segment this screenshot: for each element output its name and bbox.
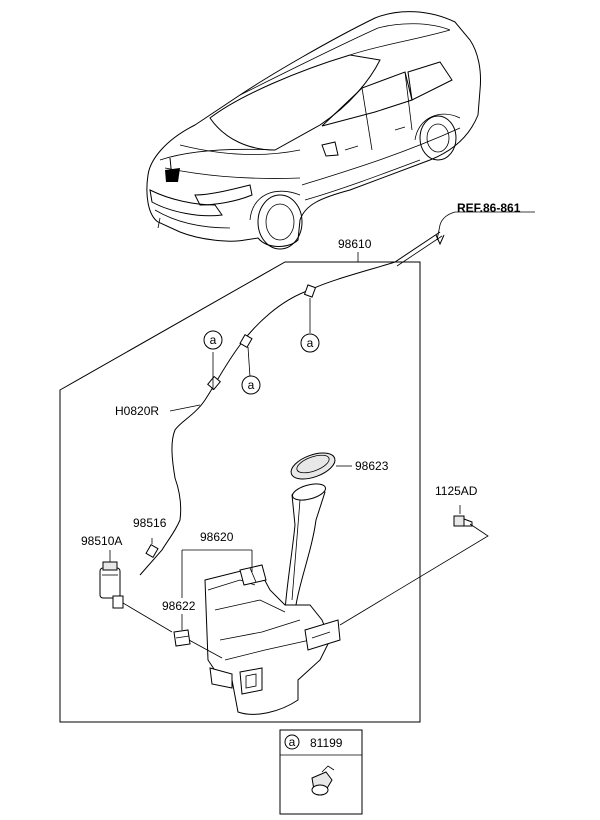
- legend-marker-text: a: [289, 735, 296, 749]
- clip-marker-text: a: [248, 378, 255, 392]
- reservoir-cap[interactable]: [288, 448, 352, 484]
- hose-assy-callout: 98610: [338, 237, 372, 262]
- reservoir-callout: 98620: [181, 530, 253, 598]
- hose-r-callout: H0820R: [115, 404, 201, 418]
- nozzle-label: 98516: [133, 516, 167, 530]
- ref-label: REF.86-861: [457, 201, 521, 215]
- hose-r-label: H0820R: [115, 404, 159, 418]
- cap-label: 98623: [355, 459, 389, 473]
- grommet-label: 98622: [162, 599, 196, 613]
- clip-marker-2[interactable]: a: [300, 333, 320, 353]
- washer-pump[interactable]: [99, 561, 173, 633]
- mounting-bolt[interactable]: [339, 505, 489, 626]
- clip-legend: a 81199: [279, 729, 363, 815]
- clip-marker-3[interactable]: a: [241, 375, 261, 395]
- reference-pointer: [435, 211, 535, 246]
- washer-reservoir[interactable]: [204, 481, 341, 715]
- vehicle-illustration: [146, 11, 481, 250]
- hose-connector[interactable]: [145, 538, 159, 559]
- hose-assy-label: 98610: [338, 237, 372, 251]
- legend-marker-circle: [284, 734, 300, 750]
- reservoir-label: 98620: [200, 530, 234, 544]
- clip-marker-1[interactable]: a: [203, 330, 223, 350]
- clip-part-icon[interactable]: [311, 765, 335, 796]
- bolt-label: 1125AD: [435, 484, 478, 498]
- washer-hose: [139, 231, 443, 576]
- grommet[interactable]: [173, 629, 223, 659]
- assembly-boundary: [59, 261, 421, 723]
- pump-label: 98510A: [81, 534, 122, 548]
- clip-marker-text: a: [307, 336, 314, 350]
- clip-marker-text: a: [210, 333, 217, 347]
- legend-part-number: 81199: [310, 736, 343, 750]
